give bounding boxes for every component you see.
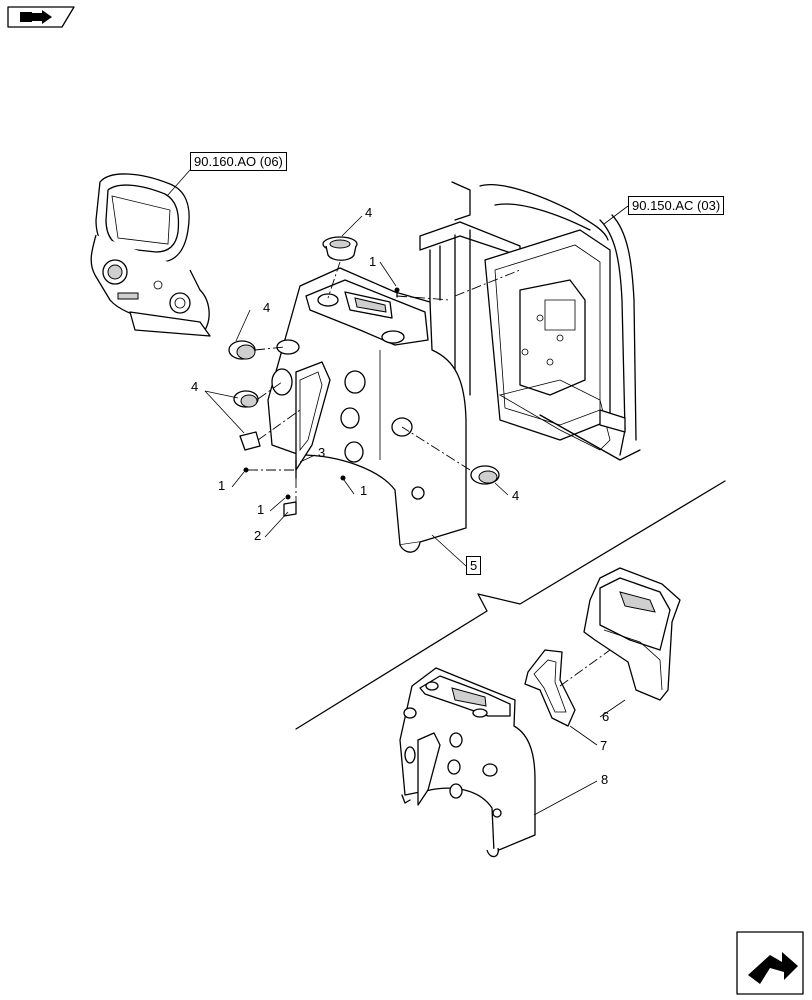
plug-4-right <box>470 465 500 485</box>
instrument-cluster-drawing <box>90 173 211 337</box>
callout-7: 7 <box>600 738 608 753</box>
plug-4-mid <box>233 390 259 408</box>
grommet-4-top <box>322 236 358 261</box>
callout-1-lower: 1 <box>257 502 265 517</box>
screw-1-left <box>243 467 249 473</box>
version-separator-line <box>295 480 726 730</box>
callout-1-mid: 1 <box>360 483 368 498</box>
callout-4-left: 4 <box>263 300 271 315</box>
next-page-arrow-icon[interactable] <box>736 931 804 995</box>
callout-4-mid: 4 <box>191 379 199 394</box>
reference-box-cab-frame[interactable]: 90.150.AC (03) <box>628 196 725 215</box>
callout-8: 8 <box>601 772 609 787</box>
cover-6-drawing <box>583 567 681 701</box>
reference-box-instrument-cluster[interactable]: 90.160.AO (06) <box>190 152 287 171</box>
console-panel-alt-drawing <box>399 667 536 858</box>
book-arrow-icon[interactable] <box>7 6 75 28</box>
callout-2: 2 <box>254 528 262 543</box>
cab-frame-drawing <box>419 181 641 461</box>
screw-1-lower <box>285 494 291 500</box>
insert-7-drawing <box>524 649 576 727</box>
console-panel-drawing <box>267 267 467 553</box>
callout-4-top: 4 <box>365 205 373 220</box>
callout-4-right: 4 <box>512 488 520 503</box>
callout-5-box: 5 <box>466 556 482 575</box>
plug-4-left <box>228 340 256 360</box>
callout-3: 3 <box>318 445 326 460</box>
callout-1-left: 1 <box>218 478 226 493</box>
screw-1-mid <box>340 475 346 481</box>
callout-1-top: 1 <box>369 254 377 269</box>
switch-blank-4 <box>239 431 261 451</box>
callout-6: 6 <box>602 709 610 724</box>
